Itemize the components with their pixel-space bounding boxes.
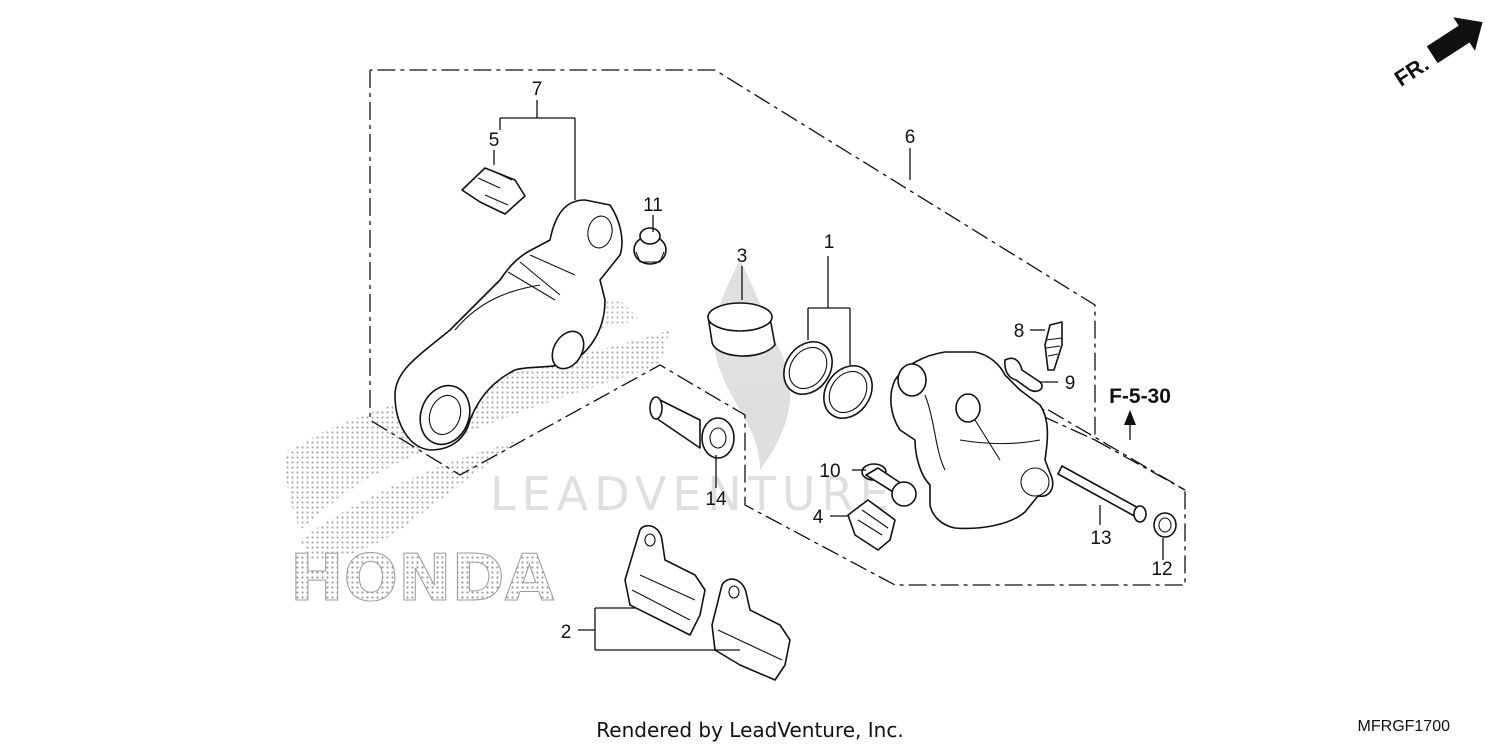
callout-3: 3 [737, 246, 748, 267]
caliper-bracket [394, 199, 623, 451]
callout-2: 2 [561, 622, 572, 643]
callout-4: 4 [813, 507, 824, 528]
pad-spring [847, 499, 896, 551]
diagram-code: MFRGF1700 [1357, 718, 1450, 735]
callout-11: 11 [643, 195, 663, 216]
leader-lines [493, 100, 1164, 651]
bleeder-cap [1004, 357, 1043, 393]
callout-14: 14 [705, 489, 727, 510]
front-arrow-icon [1426, 17, 1483, 64]
pad-retainer-clip [461, 167, 526, 215]
brake-pad-set [624, 524, 791, 681]
caliper-piston [707, 302, 776, 357]
front-direction-indicator: FR. [1390, 17, 1483, 91]
callout-13: 13 [1090, 528, 1111, 549]
callout-6: 6 [905, 127, 916, 148]
direction-label: FR. [1390, 51, 1433, 91]
callout-12: 12 [1151, 559, 1172, 580]
bleeder-screw [1044, 321, 1063, 371]
caliper-body [890, 351, 1054, 530]
caliper-subassembly-boundary [1094, 439, 1186, 491]
callout-8: 8 [1014, 321, 1025, 342]
callout-10: 10 [819, 461, 840, 482]
callout-5: 5 [489, 130, 500, 151]
callout-7: 7 [532, 79, 543, 100]
honda-watermark-text: HONDA [290, 542, 555, 616]
piston-seals [783, 341, 873, 419]
caliper-bolt [861, 463, 917, 507]
section-reference: F-5-30 [1109, 385, 1171, 408]
leadventure-watermark-text: LEADVENTURE [490, 467, 895, 521]
reference-arrow-icon [1124, 410, 1136, 425]
callout-1: 1 [824, 232, 835, 253]
render-credit: Rendered by LeadVenture, Inc. [596, 718, 904, 742]
caliper-slide-pin [649, 396, 735, 459]
callout-9: 9 [1065, 373, 1076, 394]
pad-pin-plug [1153, 512, 1177, 538]
callout-labels: 1 2 3 4 5 6 7 8 9 10 11 12 13 14 [489, 79, 1173, 643]
pad-pin [1057, 465, 1147, 523]
bracket-pin-boot [633, 227, 667, 265]
